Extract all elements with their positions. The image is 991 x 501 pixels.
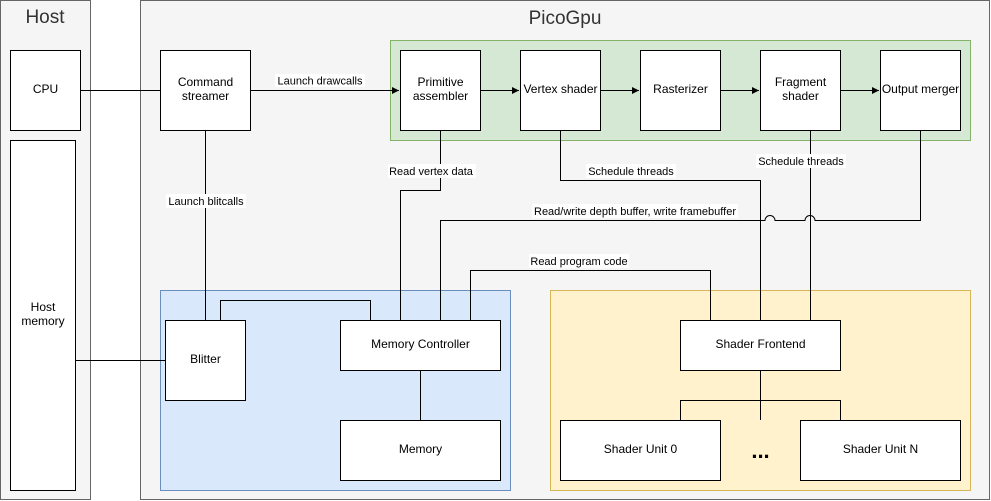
edge-labels: Launch drawcalls Launch blitcalls Read v…: [166, 74, 846, 268]
launch-drawcalls-label: Launch drawcalls: [278, 76, 363, 88]
primitive-assembler-block: Primitive assembler: [400, 50, 481, 131]
rasterizer-label: Rasterizer: [653, 82, 708, 96]
output-merger-block: Output merger: [880, 50, 961, 131]
cpu-block: CPU: [10, 50, 81, 131]
blitter-label: Blitter: [190, 352, 221, 366]
host-memory-label-1: Host: [31, 300, 56, 314]
blitter-block: Blitter: [165, 320, 246, 401]
gpu-title: PicoGpu: [529, 8, 602, 29]
primitive-assembler-label-2: assembler: [413, 89, 468, 103]
host-memory-label-2: memory: [21, 314, 64, 328]
schedule-vs-line: [560, 130, 761, 320]
command-streamer-block: Command streamer: [160, 50, 251, 131]
shader-unit-0-label: Shader Unit 0: [604, 442, 678, 456]
fragment-shader-label-2: shader: [782, 89, 819, 103]
memory-controller-label: Memory Controller: [371, 337, 470, 351]
program-code-line: [470, 270, 711, 320]
shader-frontend-label: Shader Frontend: [715, 337, 805, 351]
memory-label: Memory: [399, 442, 442, 456]
rasterizer-block: Rasterizer: [640, 50, 721, 131]
rw-depth-label: Read/write depth buffer, write framebuff…: [534, 206, 736, 218]
schedule-threads-vs-label: Schedule threads: [588, 166, 674, 178]
memory-controller-block: Memory Controller: [340, 320, 501, 371]
output-merger-label: Output merger: [882, 82, 959, 96]
fragment-shader-block: Fragment shader: [760, 50, 841, 131]
host-memory-block: Host memory: [10, 140, 76, 491]
ellipsis-label: ...: [751, 438, 769, 463]
shader-unit-n-label: Shader Unit N: [843, 442, 918, 456]
vertex-shader-block: Vertex shader: [520, 50, 601, 131]
memory-block: Memory: [340, 420, 501, 481]
blitter-to-memctrl-line: [220, 300, 371, 320]
read-vertex-line: [400, 130, 441, 320]
fragment-shader-label-1: Fragment: [775, 75, 827, 89]
host-title: Host: [25, 7, 65, 28]
depth-buffer-line: [440, 130, 921, 320]
shader-unit-n-block: Shader Unit N: [800, 420, 961, 481]
read-program-code-label: Read program code: [530, 256, 627, 268]
cpu-label: CPU: [33, 82, 58, 96]
command-streamer-label-2: streamer: [182, 89, 229, 103]
primitive-assembler-label-1: Primitive: [417, 75, 463, 89]
shader-frontend-block: Shader Frontend: [680, 320, 841, 371]
command-streamer-label-1: Command: [178, 75, 233, 89]
shader-unit-0-block: Shader Unit 0: [560, 420, 721, 481]
frontend-to-units-line: [680, 400, 841, 420]
launch-blitcalls-label: Launch blitcalls: [168, 196, 244, 208]
vertex-shader-label: Vertex shader: [523, 82, 597, 96]
schedule-threads-fs-label: Schedule threads: [758, 156, 844, 168]
read-vertex-data-label: Read vertex data: [389, 166, 474, 178]
connections: [75, 87, 921, 420]
